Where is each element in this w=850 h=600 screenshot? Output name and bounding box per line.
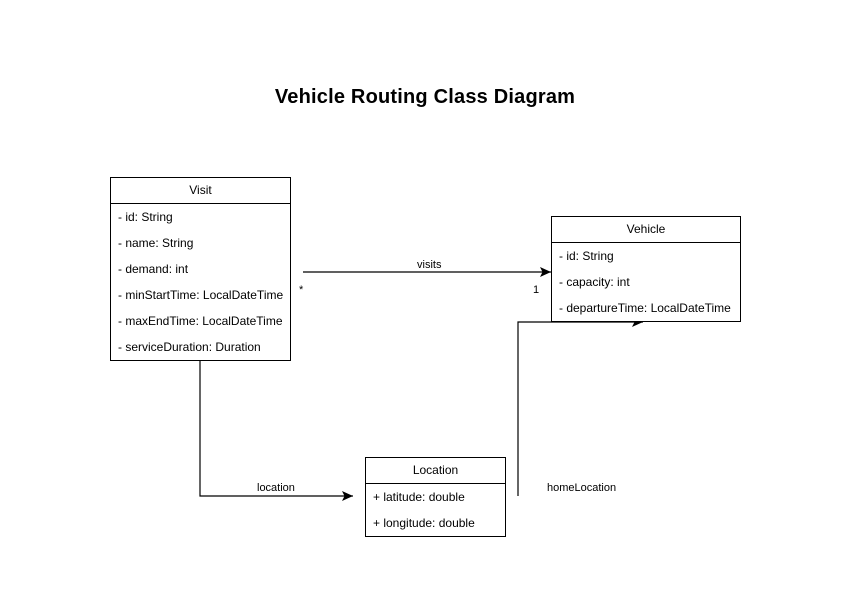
uml-attribute: + longitude: double [373, 516, 475, 530]
uml-attribute-list-location: + latitude: double + longitude: double [366, 484, 505, 536]
edge-label-home-location: homeLocation [544, 482, 620, 494]
uml-class-visit[interactable]: Visit - id: String - name: String - dema… [110, 177, 291, 361]
uml-attribute: - demand: int [118, 262, 189, 276]
uml-class-name-location: Location [366, 458, 505, 484]
page-title: Vehicle Routing Class Diagram [274, 86, 576, 108]
uml-attribute: - maxEndTime: LocalDateTime [118, 314, 283, 328]
uml-attribute-list-visit: - id: String - name: String - demand: in… [111, 204, 290, 360]
uml-class-vehicle[interactable]: Vehicle - id: String - capacity: int - d… [551, 216, 741, 322]
multiplicity-visit-side: * [299, 284, 304, 296]
uml-attribute: + latitude: double [373, 490, 465, 504]
uml-class-location[interactable]: Location + latitude: double + longitude:… [365, 457, 506, 537]
uml-attribute-list-vehicle: - id: String - capacity: int - departure… [552, 243, 740, 321]
uml-attribute: - name: String [118, 236, 194, 250]
uml-attribute: - minStartTime: LocalDateTime [118, 288, 284, 302]
uml-attribute: - capacity: int [559, 275, 630, 289]
multiplicity-vehicle-side: 1 [533, 284, 540, 296]
uml-attribute: - id: String [118, 210, 173, 224]
edge-location [199, 361, 353, 501]
uml-attribute: - serviceDuration: Duration [118, 340, 261, 354]
uml-attribute: - departureTime: LocalDateTime [559, 301, 731, 315]
uml-attribute: - id: String [559, 249, 614, 263]
uml-class-name-visit: Visit [111, 178, 290, 204]
edge-label-visits: visits [414, 259, 445, 271]
edge-label-location: location [254, 482, 298, 494]
edge-home-location [517, 317, 643, 496]
uml-class-name-vehicle: Vehicle [552, 217, 740, 243]
